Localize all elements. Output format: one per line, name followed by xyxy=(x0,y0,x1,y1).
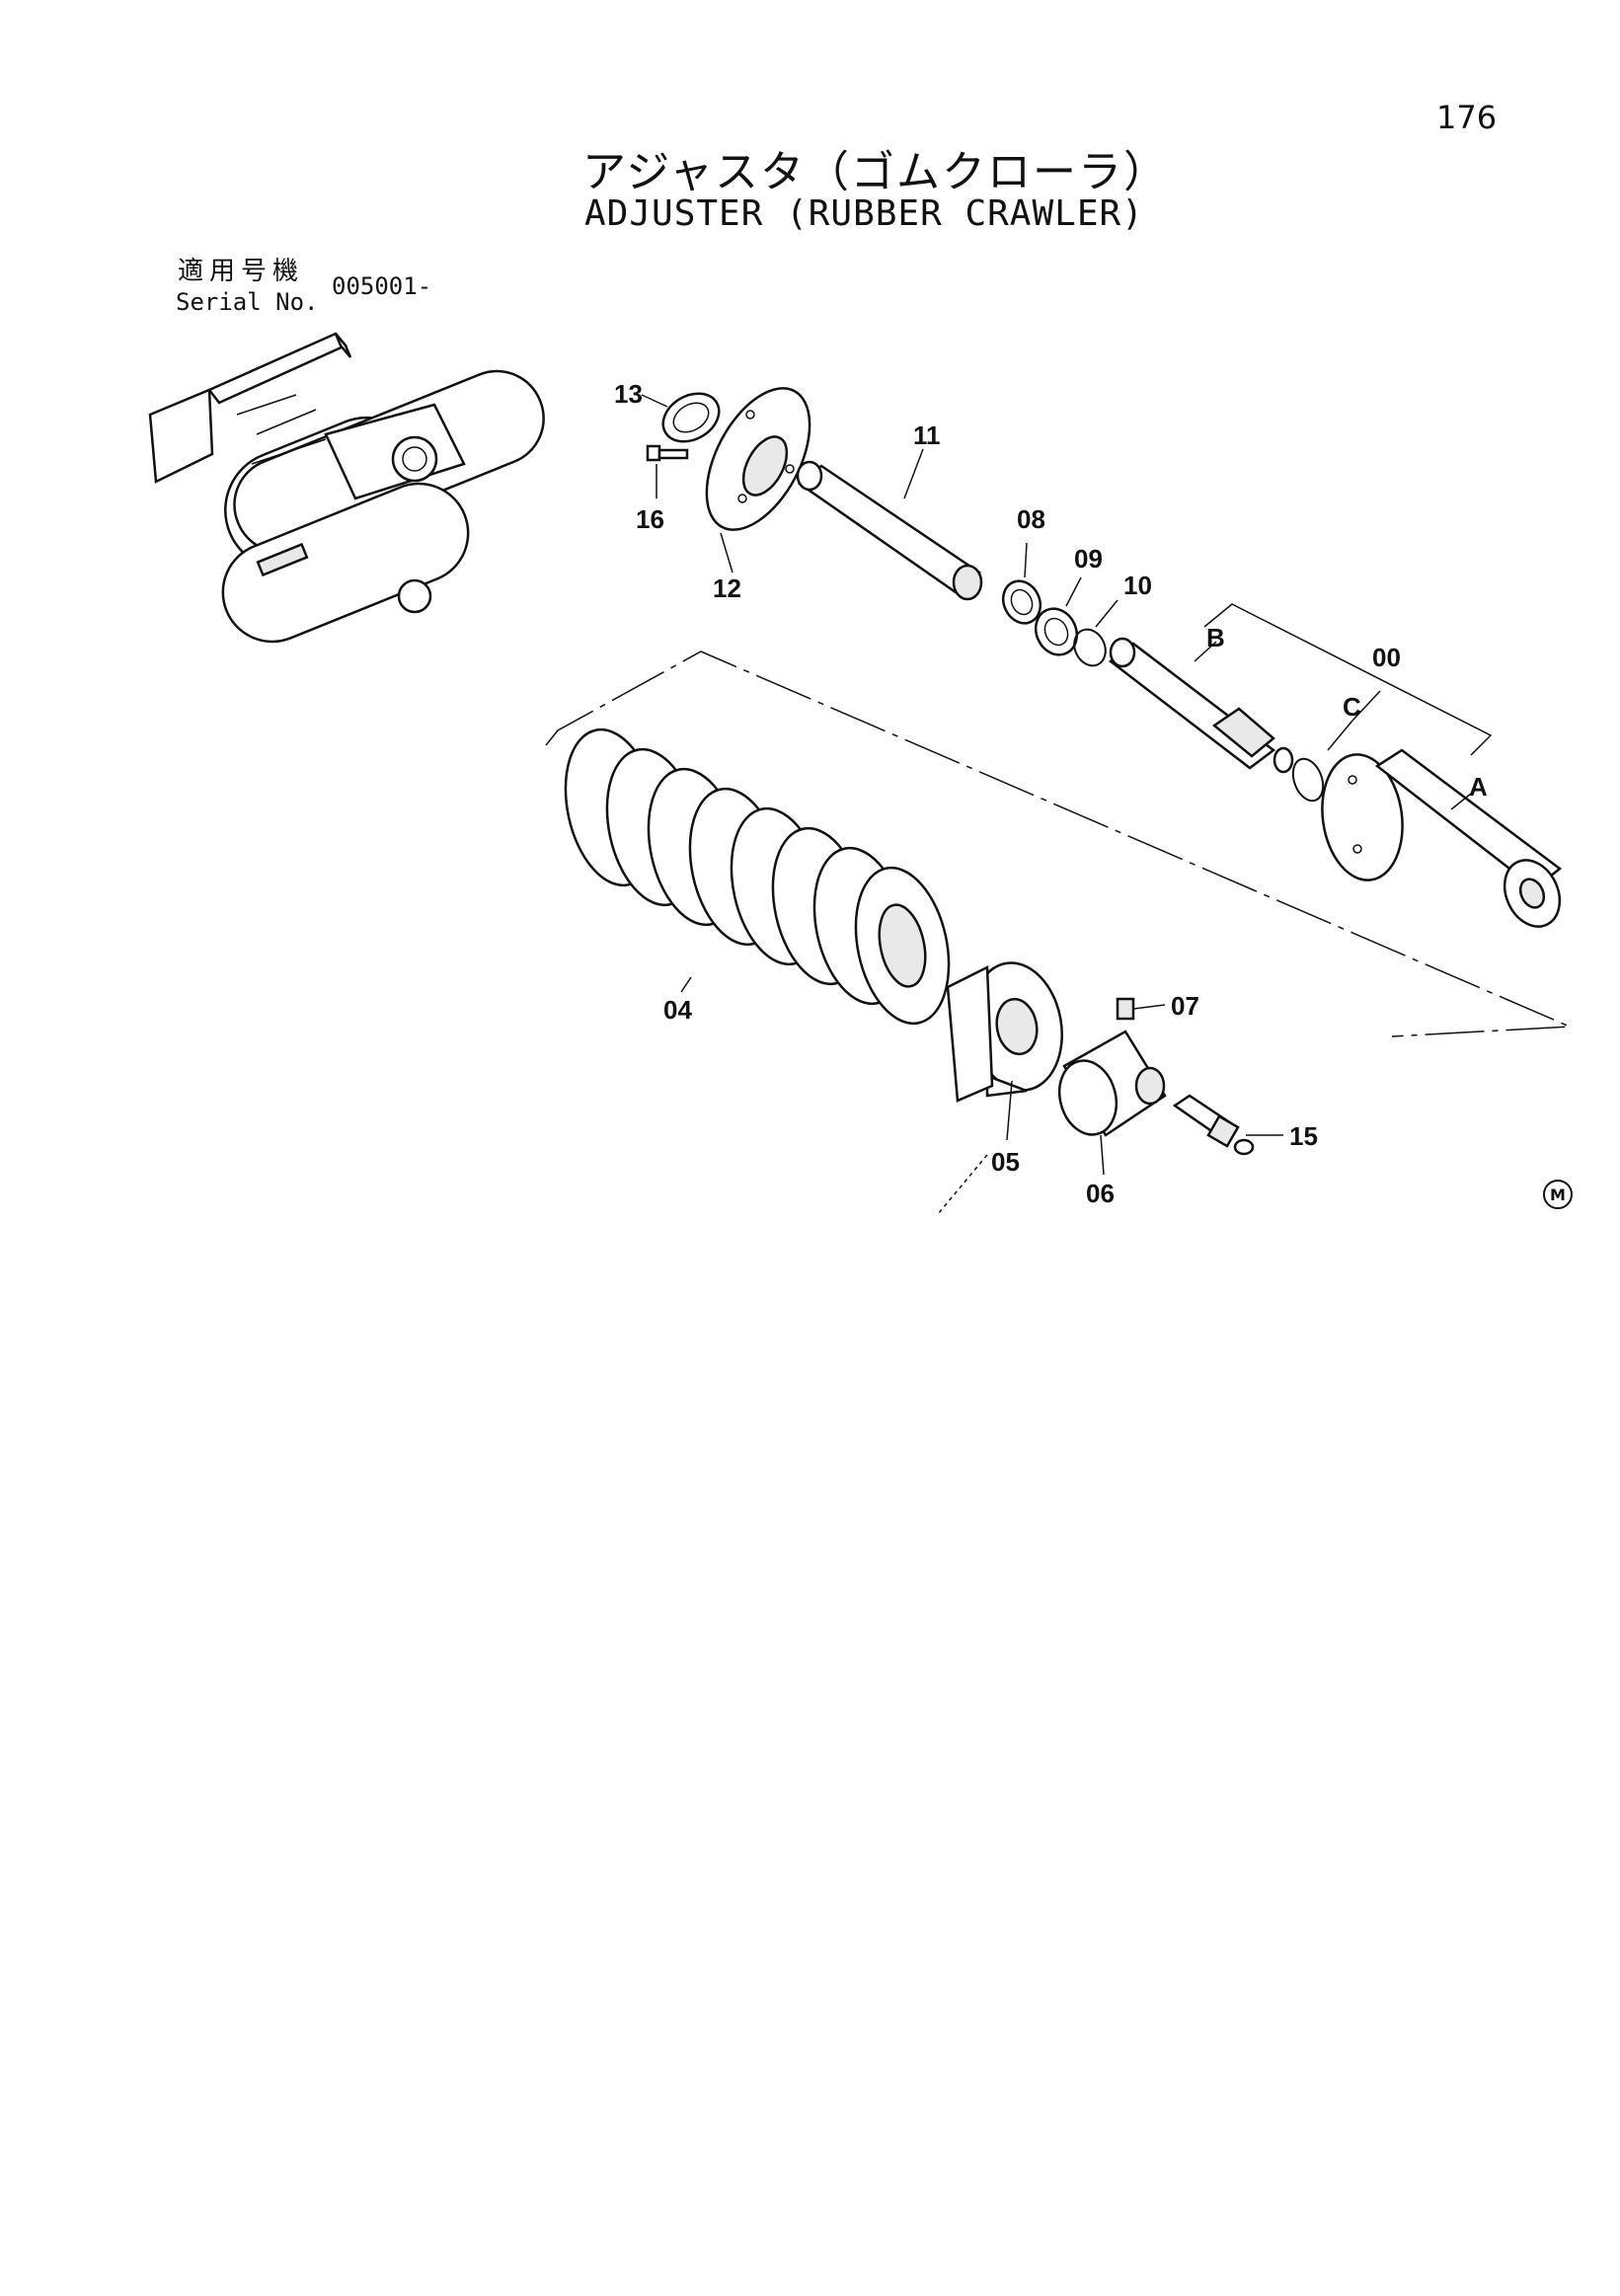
serial-label-english: Serial No. xyxy=(176,288,319,316)
part-04-spring xyxy=(564,727,951,1026)
callout-00: 00 xyxy=(1372,643,1401,672)
machine-overview-illustration xyxy=(148,332,545,644)
callout-11: 11 xyxy=(913,421,941,450)
callout-16: 16 xyxy=(636,504,664,534)
callout-b: B xyxy=(1206,623,1225,652)
page-title-japanese: アジャスタ（ゴムクローラ） xyxy=(582,147,1170,197)
part-c-oring xyxy=(1291,690,1381,803)
part-a-cylinder xyxy=(1321,748,1563,928)
callout-08: 08 xyxy=(1017,504,1045,534)
part-b-piston xyxy=(1108,637,1294,774)
serial-label-japanese: 適用号機 xyxy=(178,257,305,286)
callout-04: 04 xyxy=(663,995,692,1025)
assembly-bracket xyxy=(545,603,1571,1037)
callout-15: 15 xyxy=(1289,1121,1318,1151)
callout-10: 10 xyxy=(1123,571,1152,600)
part-10-snap-ring xyxy=(1073,599,1119,667)
part-12-flange xyxy=(705,387,811,574)
part-11-rod xyxy=(796,448,983,601)
part-16-bolt xyxy=(646,444,689,498)
part-06-nut xyxy=(1057,1030,1167,1176)
part-13-seal xyxy=(641,392,721,443)
part-09-seal xyxy=(1034,576,1082,656)
serial-number-value: 005001- xyxy=(332,272,432,300)
part-05-holder xyxy=(937,961,1063,1215)
part-08-ring xyxy=(1001,542,1042,625)
circled-m-mark: M xyxy=(1543,1180,1573,1209)
part-07-plug xyxy=(1116,997,1166,1021)
page-title-english: ADJUSTER (RUBBER CRAWLER) xyxy=(584,193,1144,234)
callout-09: 09 xyxy=(1074,544,1103,574)
callout-13: 13 xyxy=(614,379,643,409)
callout-c: C xyxy=(1343,692,1361,722)
part-15-grease-fitting xyxy=(1172,1094,1283,1156)
callout-05: 05 xyxy=(991,1147,1020,1177)
callout-07: 07 xyxy=(1171,991,1199,1021)
callout-06: 06 xyxy=(1086,1179,1115,1208)
page-number: 176 xyxy=(1436,99,1498,136)
callout-12: 12 xyxy=(713,574,741,603)
callout-a: A xyxy=(1469,772,1488,802)
